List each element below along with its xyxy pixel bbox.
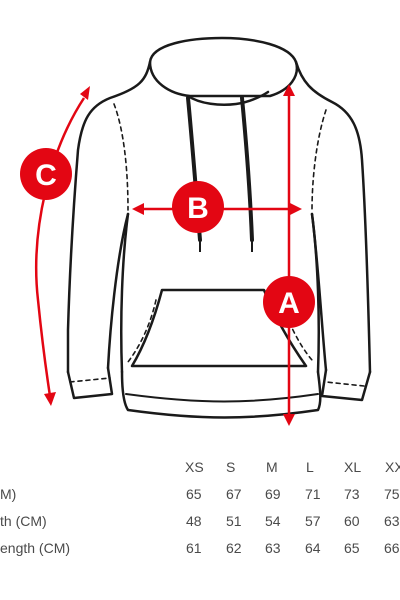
table-cell: 63 xyxy=(265,540,281,556)
table-cell: 71 xyxy=(305,486,321,502)
row-label-2: th (CM) xyxy=(0,513,47,529)
table-cell: 66 xyxy=(384,540,400,556)
drawstring-tips xyxy=(199,240,253,252)
size-table: XS S M L XL XX M) 65 67 69 71 73 75 th (… xyxy=(0,452,400,562)
table-cell: 61 xyxy=(186,540,202,556)
table-cell: 65 xyxy=(186,486,202,502)
table-cell: 75 xyxy=(384,486,400,502)
row-label-1: M) xyxy=(0,486,17,502)
table-cell: 64 xyxy=(305,540,321,556)
measure-a-arrow xyxy=(283,84,295,426)
table-cell: 67 xyxy=(226,486,242,502)
marker-a-badge xyxy=(263,276,315,328)
table-cell: 60 xyxy=(344,513,360,529)
hoodie-outline xyxy=(66,36,372,419)
marker-b-label: B xyxy=(187,192,209,225)
measure-c-arrow xyxy=(35,86,90,406)
table-cell: 65 xyxy=(344,540,360,556)
marker-c-label: C xyxy=(35,159,57,192)
table-cell: 51 xyxy=(226,513,242,529)
table-cell: 69 xyxy=(265,486,281,502)
size-header-m: M xyxy=(266,459,278,475)
table-cell: 63 xyxy=(384,513,400,529)
size-header-xl: XL xyxy=(344,459,362,475)
marker-a-label: A xyxy=(278,287,300,320)
size-header-xs: XS xyxy=(185,459,204,475)
marker-c-badge xyxy=(20,148,72,200)
hoodie-size-diagram: A B C xyxy=(20,36,372,426)
table-cell: 62 xyxy=(226,540,242,556)
table-cell: 57 xyxy=(305,513,321,529)
size-header-s: S xyxy=(226,459,236,475)
size-header-xx: XX xyxy=(385,459,400,475)
size-header-l: L xyxy=(306,459,314,475)
row-label-3: ength (CM) xyxy=(0,540,71,556)
table-cell: 73 xyxy=(344,486,360,502)
table-cell: 54 xyxy=(265,513,281,529)
table-cell: 48 xyxy=(186,513,202,529)
marker-b-badge xyxy=(172,181,224,233)
